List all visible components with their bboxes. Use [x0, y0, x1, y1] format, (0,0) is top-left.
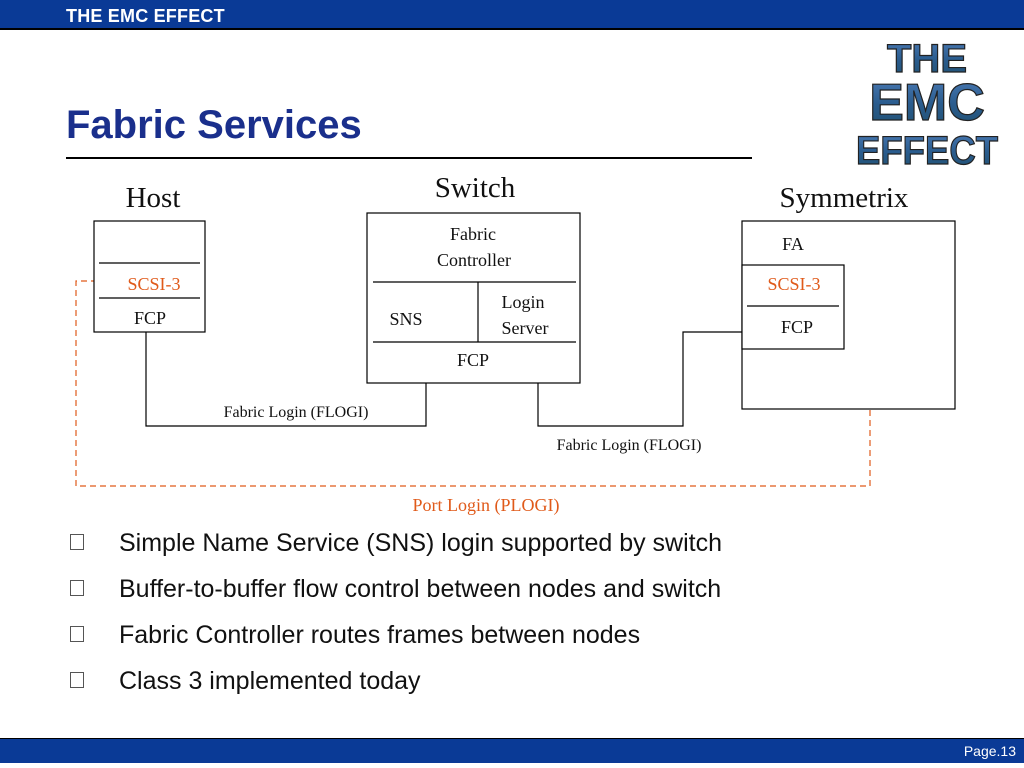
symmetrix-fa-label: FA: [782, 234, 804, 254]
switch-fcp-label: FCP: [457, 350, 489, 370]
flogi-right-label: Fabric Login (FLOGI): [557, 437, 702, 454]
switch-login-server-line2: Server: [502, 318, 549, 338]
header-band-title: THE EMC EFFECT: [66, 6, 225, 26]
flogi-left-label: Fabric Login (FLOGI): [224, 404, 369, 421]
flogi-right-connector: [537, 331, 742, 427]
symmetrix-fcp-label: FCP: [781, 317, 813, 337]
page-number: Page.13: [963, 743, 1016, 759]
bullet-text: Simple Name Service (SNS) login supporte…: [119, 529, 723, 557]
page-title: Fabric Services: [66, 103, 362, 147]
footer-band: Page.13: [0, 738, 1024, 763]
plogi-label: Port Login (PLOGI): [413, 495, 560, 516]
symmetrix-scsi-label: SCSI-3: [767, 274, 820, 294]
switch-fabric-controller-line2: Controller: [437, 250, 511, 270]
host-title: Host: [126, 182, 181, 214]
bullet-list: Simple Name Service (SNS) login supporte…: [70, 525, 722, 709]
title-underline: [66, 157, 752, 159]
bullet-item: Class 3 implemented today: [70, 663, 722, 709]
logo-text-line3: EFFECT: [856, 129, 998, 169]
switch-sns-label: SNS: [389, 309, 422, 329]
flogi-left-connector: [145, 332, 427, 427]
bullet-text: Class 3 implemented today: [119, 667, 421, 695]
bullet-item: Buffer-to-buffer flow control between no…: [70, 571, 722, 617]
bullet-text: Buffer-to-buffer flow control between no…: [119, 575, 722, 603]
logo-text-line1: THE: [887, 37, 967, 81]
switch-login-server-line1: Login: [502, 292, 545, 312]
switch-box: [366, 212, 581, 384]
switch-title: Switch: [435, 172, 516, 204]
host-scsi-label: SCSI-3: [127, 274, 180, 294]
bullet-item: Simple Name Service (SNS) login supporte…: [70, 525, 722, 571]
host-box: [93, 220, 206, 333]
symmetrix-fa-box: [741, 264, 845, 350]
logo-text-line2: EMC: [869, 74, 985, 132]
bullet-text: Fabric Controller routes frames between …: [119, 621, 641, 649]
host-fcp-label: FCP: [134, 308, 166, 328]
bullet-square-icon: [70, 672, 84, 689]
bullet-square-icon: [70, 534, 84, 551]
bullet-item: Fabric Controller routes frames between …: [70, 617, 722, 663]
header-band: THE EMC EFFECT: [0, 0, 1024, 30]
symmetrix-title: Symmetrix: [780, 182, 909, 214]
emc-effect-logo: THE EMC EFFECT: [855, 36, 998, 169]
bullet-square-icon: [70, 626, 84, 643]
bullet-square-icon: [70, 580, 84, 597]
switch-fabric-controller-line1: Fabric: [450, 224, 496, 244]
